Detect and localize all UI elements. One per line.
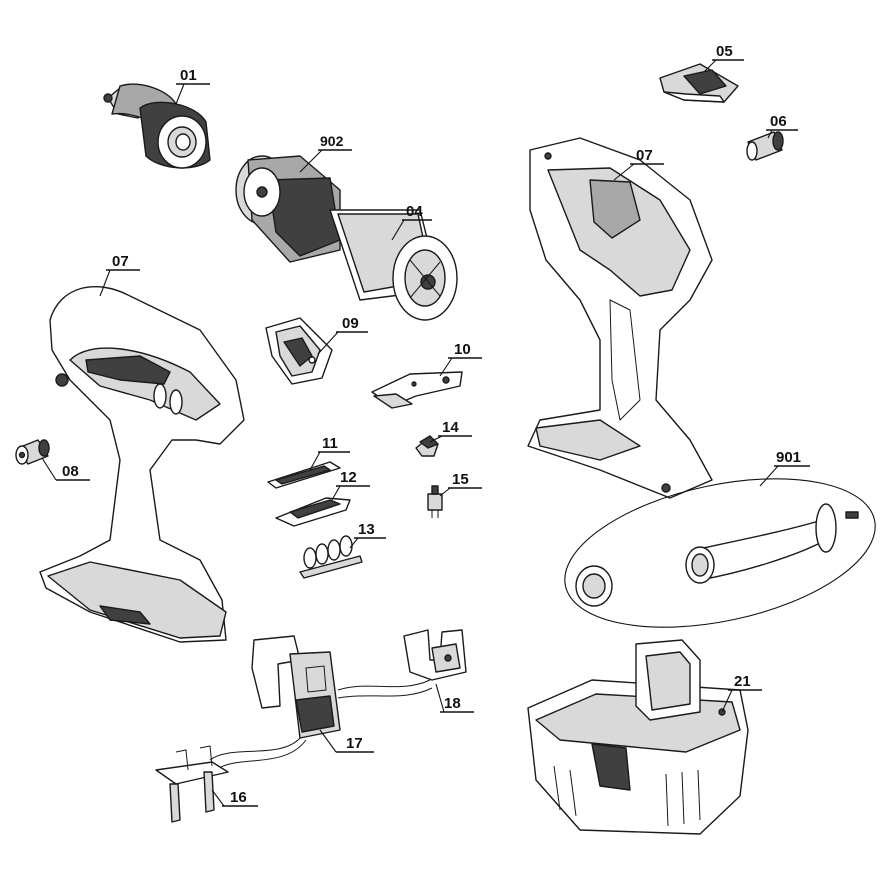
part-05-clip [659, 63, 739, 103]
leader-18 [435, 683, 445, 713]
label-12: 12 [340, 469, 357, 486]
part-10-lever [371, 371, 463, 409]
leader-15 [439, 487, 451, 497]
label-07-right: 07 [636, 147, 653, 164]
part-07-right-housing [527, 137, 713, 499]
wire-to-16-b [215, 739, 307, 771]
leader-06 [767, 129, 773, 139]
leader-12 [331, 485, 341, 501]
label-14: 14 [442, 419, 459, 436]
leader-04 [391, 219, 405, 241]
label-902: 902 [320, 133, 344, 149]
wire-to-18-b [337, 687, 433, 699]
part-18-terminal [403, 629, 467, 681]
leader-07-left [99, 269, 111, 297]
part-901-aux-handle [575, 503, 859, 607]
part-08-nut [15, 439, 50, 465]
part-14-knob [415, 435, 439, 457]
part-15-switch [427, 485, 443, 518]
label-06: 06 [770, 113, 787, 130]
leader-05 [703, 59, 717, 73]
wire-to-18 [337, 679, 431, 691]
label-09: 09 [342, 315, 359, 332]
label-17: 17 [346, 735, 363, 752]
leader-13 [349, 537, 359, 549]
leader-01 [175, 83, 185, 105]
part-13-button-row [299, 535, 363, 579]
wire-to-16 [209, 737, 301, 761]
part-04-motor [329, 209, 458, 321]
part-06-pin [746, 131, 784, 161]
label-07-left: 07 [112, 253, 129, 270]
part-17-trigger-switch [251, 635, 341, 739]
part-901-boundary [564, 478, 876, 628]
label-05: 05 [716, 43, 733, 60]
part-11-strip [267, 461, 341, 489]
leader-17 [319, 729, 337, 753]
part-09-panel [265, 317, 333, 385]
part-902-gearbox [235, 155, 341, 263]
part-07-left-housing [39, 285, 245, 643]
part-16-contacts [155, 745, 229, 823]
leader-21 [721, 689, 733, 713]
part-01-chuck [103, 83, 211, 169]
leader-09 [317, 331, 339, 355]
part-12-cover [275, 497, 351, 527]
leader-902 [299, 149, 323, 173]
leader-07-right [613, 163, 635, 181]
label-10: 10 [454, 341, 471, 358]
label-04: 04 [406, 203, 423, 220]
label-08: 08 [62, 463, 79, 480]
label-21: 21 [734, 673, 751, 690]
label-901: 901 [776, 449, 801, 466]
leader-901 [759, 465, 779, 487]
part-21-battery [527, 639, 749, 835]
leader-08 [41, 457, 57, 481]
label-11: 11 [322, 435, 338, 452]
leader-10 [439, 357, 453, 377]
label-01: 01 [180, 67, 197, 84]
leader-11 [309, 451, 321, 471]
label-18: 18 [444, 695, 461, 712]
label-15: 15 [452, 471, 469, 488]
label-16: 16 [230, 789, 247, 806]
leader-16 [211, 789, 225, 807]
label-13: 13 [358, 521, 375, 538]
leader-14 [429, 435, 443, 443]
